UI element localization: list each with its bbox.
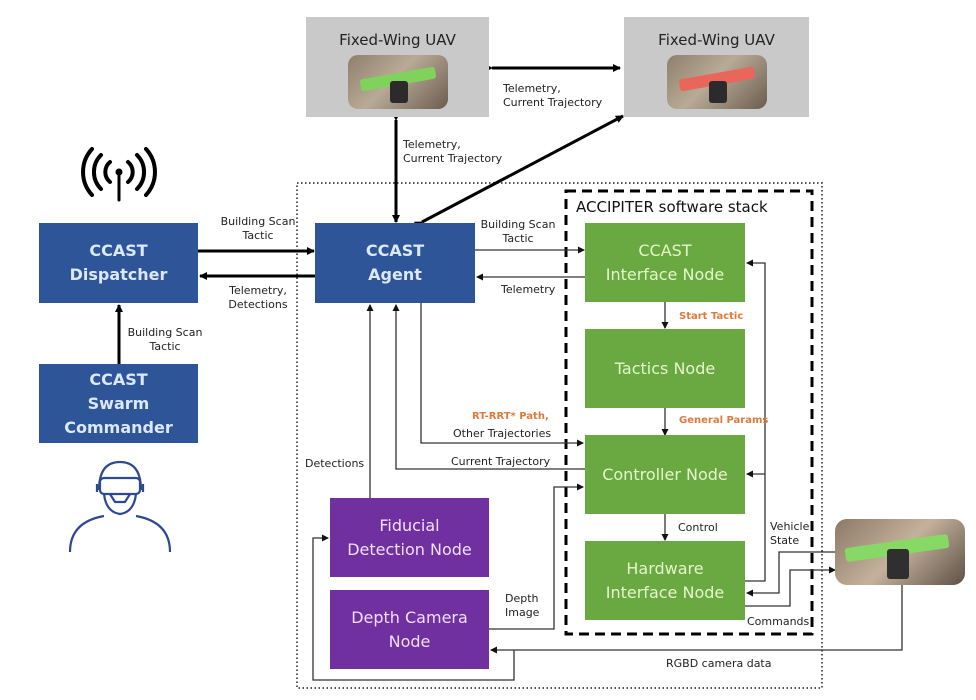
label-vehicle-state: Vehicle State <box>770 520 810 547</box>
vehicle-photo <box>835 519 965 585</box>
ccast-dispatcher: CCAST Dispatcher <box>39 223 198 303</box>
uav-photo-red <box>666 55 767 109</box>
depth-camera-node: Depth Camera Node <box>330 590 489 669</box>
label-uav-to-uav: Telemetry, Current Trajectory <box>503 82 603 109</box>
rgbd-to-fiducial <box>312 534 515 681</box>
vehicle-state-from-uav <box>746 551 837 597</box>
ccast-agent: CCAST Agent <box>315 223 475 303</box>
label-agent-to-dispatcher: Telemetry, Detections <box>228 284 288 311</box>
label-depth-image: Depth Image <box>505 592 540 619</box>
agent-path-to-controller <box>420 303 584 447</box>
label-commander-to-dispatcher: Building Scan Tactic <box>127 326 203 353</box>
label-interface-to-agent: Telemetry <box>501 283 556 296</box>
label-current-trajectory: Current Trajectory <box>451 455 551 468</box>
vehicle-state-feedback <box>745 259 766 582</box>
label-rt-rrt-path: RT-RRT* Path, <box>472 411 549 422</box>
uav-box-1: Fixed-Wing UAV <box>306 17 489 117</box>
rgbd-to-depth-camera <box>490 582 903 654</box>
ccast-interface-node: CCAST Interface Node <box>585 223 745 302</box>
label-commands: Commands <box>747 615 810 628</box>
agent-boundary <box>296 182 823 689</box>
label-rgbd: RGBD camera data <box>666 657 772 670</box>
uav-title: Fixed-Wing UAV <box>339 31 456 49</box>
uav-photo-green <box>347 55 448 109</box>
operator-vr-icon <box>68 460 172 553</box>
label-dispatcher-to-agent: Building Scan Tactic <box>220 215 296 242</box>
ccast-swarm-commander: CCAST Swarm Commander <box>39 364 198 443</box>
accipiter-stack-boundary <box>564 189 814 636</box>
tactics-node: Tactics Node <box>585 329 745 408</box>
fiducial-detection-node: Fiducial Detection Node <box>330 498 489 577</box>
label-start-tactic: Start Tactic <box>679 311 744 322</box>
hardware-interface-node: Hardware Interface Node <box>585 541 745 620</box>
uav-title: Fixed-Wing UAV <box>658 31 775 49</box>
label-control: Control <box>678 521 718 534</box>
controller-trajectory-to-agent <box>392 304 585 470</box>
label-agent-to-interface: Building Scan Tactic <box>480 218 556 245</box>
commands-to-uav <box>745 566 836 607</box>
accipiter-stack-title: ACCIPITER software stack <box>576 198 768 216</box>
label-agent-to-uav: Telemetry, Current Trajectory <box>403 138 503 165</box>
agent-uav2-link <box>413 114 624 229</box>
uav-box-2: Fixed-Wing UAV <box>624 17 809 117</box>
label-other-trajectories: Other Trajectories <box>453 427 552 440</box>
label-general-params: General Params <box>679 415 769 426</box>
controller-node: Controller Node <box>585 435 745 514</box>
antenna-icon <box>81 147 157 202</box>
label-detections: Detections <box>305 457 365 470</box>
depth-image-to-controller <box>489 483 584 630</box>
